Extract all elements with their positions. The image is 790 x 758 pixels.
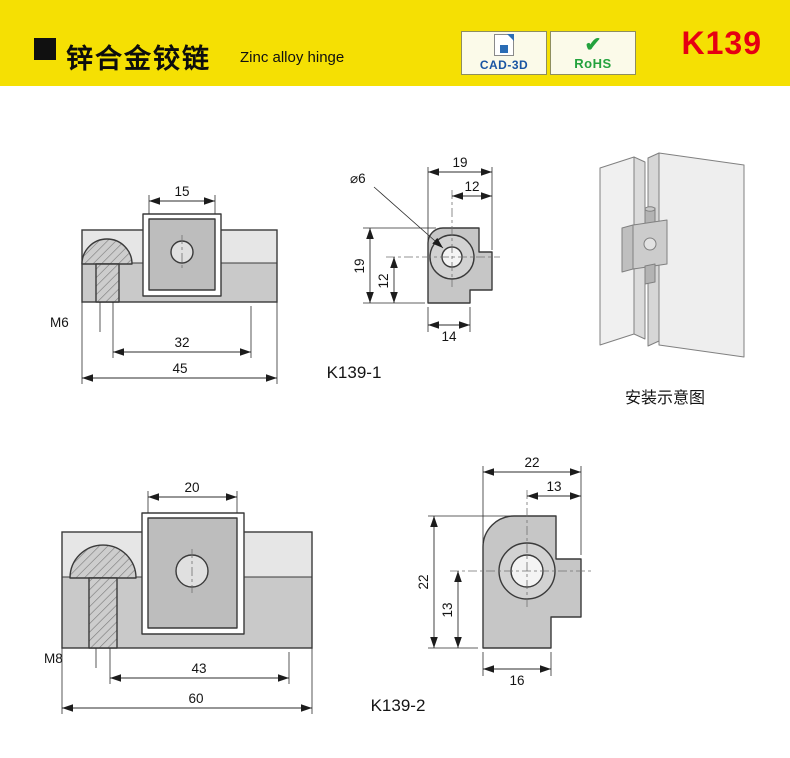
k2-side-offset-y-dim: 13 bbox=[440, 602, 455, 617]
rohs-badge: ✔ RoHS bbox=[550, 31, 636, 75]
check-icon: ✔ bbox=[584, 33, 602, 56]
installation-caption: 安装示意图 bbox=[625, 388, 705, 407]
k1-front-thread-label: M6 bbox=[50, 315, 69, 330]
thread-bushing-section bbox=[88, 577, 118, 649]
k1-side-width-dim: 19 bbox=[452, 155, 467, 170]
hinge-knuckle-section bbox=[69, 544, 137, 579]
product-title-zh: 锌合金铰链 bbox=[66, 44, 211, 74]
title-square-bullet bbox=[34, 38, 56, 60]
k1-front-hole-spacing-dim: 32 bbox=[174, 335, 189, 350]
k139-2-label: K139-2 bbox=[371, 696, 426, 715]
k2-front-thread-label: M8 bbox=[44, 651, 63, 666]
k139-2-front-view: 20 M8 43 60 bbox=[44, 480, 313, 714]
k1-side-height-dim: 19 bbox=[352, 258, 367, 273]
k2-front-slot-width-dim: 20 bbox=[184, 480, 199, 495]
certification-badges: CAD-3D ✔ RoHS bbox=[461, 31, 636, 75]
header: 锌合金铰链 Zinc alloy hinge CAD-3D ✔ RoHS K13… bbox=[0, 0, 790, 86]
k2-side-offset-x-dim: 13 bbox=[546, 479, 561, 494]
part-number: K139 bbox=[681, 25, 762, 61]
k1-side-hole-dia-label: ⌀6 bbox=[350, 171, 366, 186]
k2-side-base-width-dim: 16 bbox=[509, 673, 524, 688]
k1-side-offset-x-dim: 12 bbox=[464, 179, 479, 194]
k139-1-front-view: 15 M6 32 45 bbox=[50, 184, 278, 384]
rohs-label: RoHS bbox=[574, 55, 612, 71]
k139-2-side-view: 22 13 22 13 16 bbox=[416, 455, 592, 688]
k2-front-hole-spacing-dim: 43 bbox=[191, 661, 206, 676]
thread-bushing-section bbox=[95, 263, 120, 303]
installation-illustration bbox=[599, 152, 745, 358]
product-title-en: Zinc alloy hinge bbox=[240, 49, 345, 66]
k2-front-overall-width-dim: 60 bbox=[188, 691, 203, 706]
k1-front-overall-width-dim: 45 bbox=[172, 361, 187, 376]
cad-3d-label: CAD-3D bbox=[479, 58, 529, 72]
k139-1-side-view: 19 12 ⌀6 19 12 14 bbox=[350, 155, 500, 344]
k1-side-base-width-dim: 14 bbox=[441, 329, 457, 344]
k139-1-label: K139-1 bbox=[327, 363, 382, 382]
k1-side-offset-y-dim: 12 bbox=[376, 273, 391, 288]
cad-3d-badge[interactable]: CAD-3D bbox=[461, 31, 547, 75]
hinge-knuckle-section bbox=[81, 238, 133, 265]
cad-document-icon bbox=[494, 34, 514, 56]
k2-side-width-dim: 22 bbox=[524, 455, 539, 470]
hinge-screw bbox=[643, 237, 657, 251]
k1-front-slot-width-dim: 15 bbox=[174, 184, 189, 199]
k2-side-height-dim: 22 bbox=[416, 574, 431, 589]
